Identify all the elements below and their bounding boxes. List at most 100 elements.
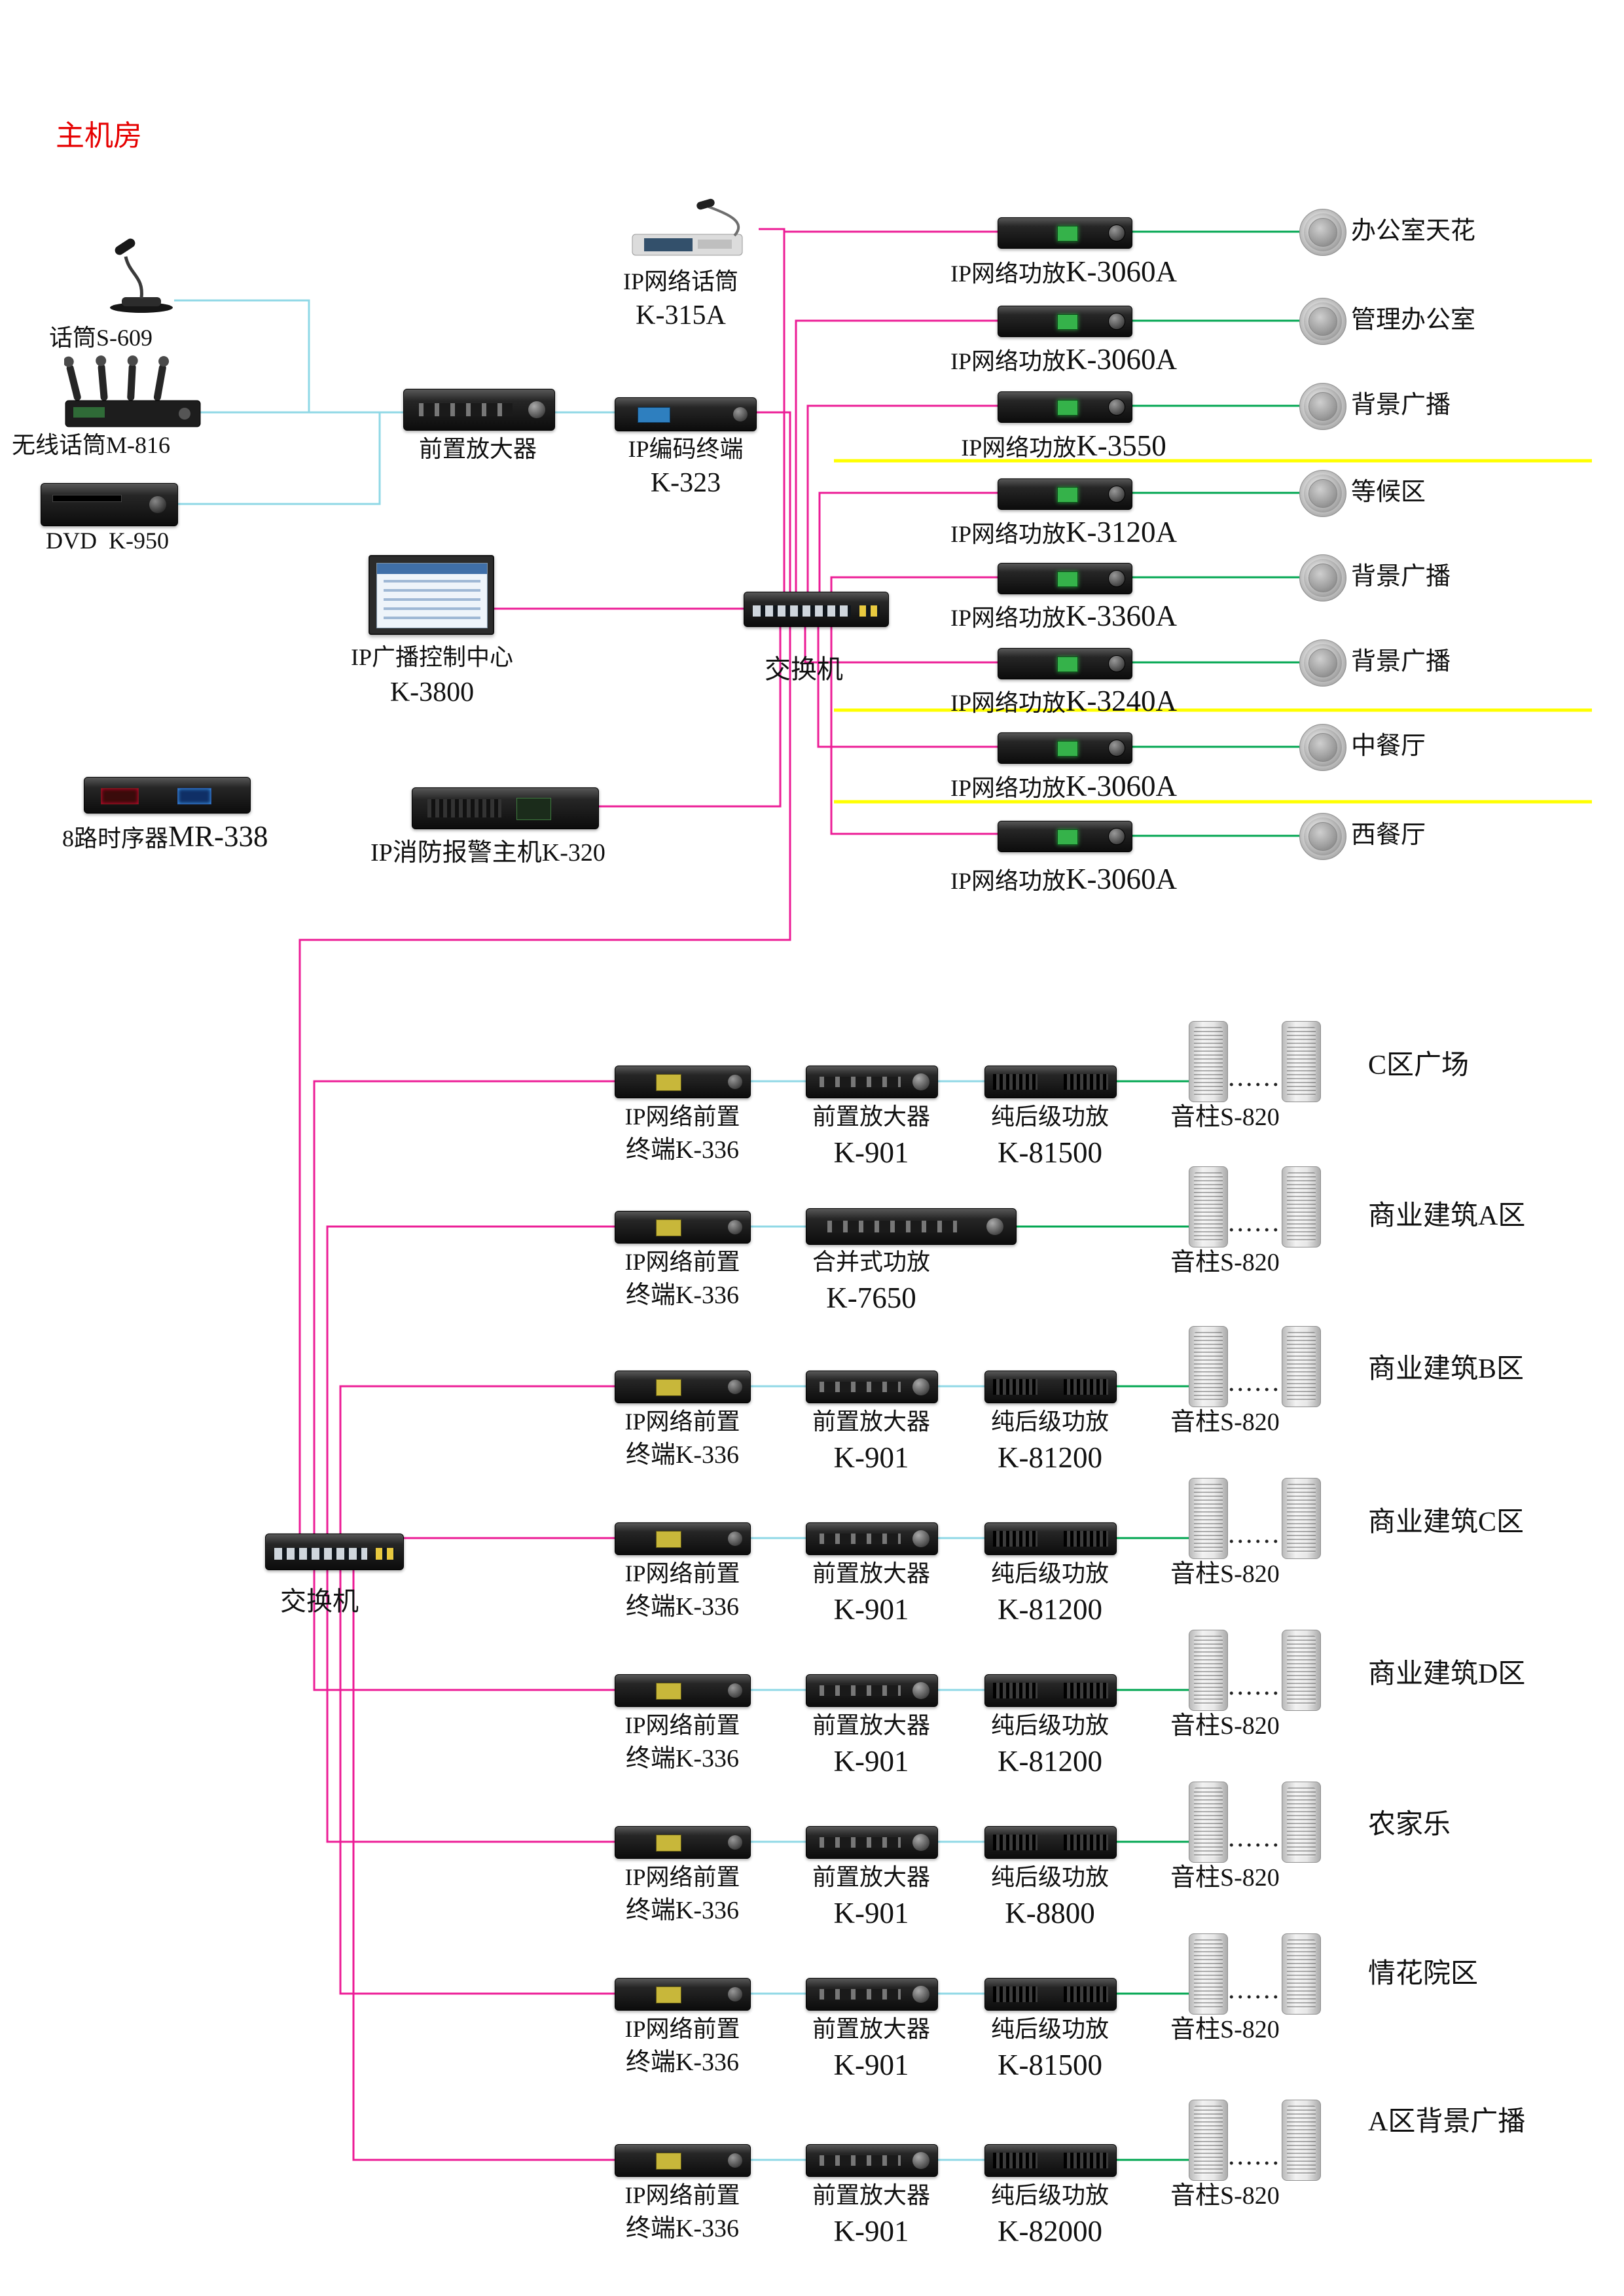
preamp-label-line1: 前置放大器 — [812, 1712, 930, 1738]
amplifier-label-prefix: IP网络功放 — [950, 348, 1066, 374]
power-label-line1: 纯后级功放 — [990, 2016, 1109, 2042]
combined-amplifier — [806, 1208, 1017, 1245]
ip-preset-terminal — [615, 1674, 751, 1707]
sequencer-label-prefix: 8路时序器 — [62, 825, 169, 852]
speaker-ellipsis: ...... — [1228, 1975, 1281, 2005]
ip-encoder-terminal — [615, 397, 757, 431]
power-label-line2: K-81200 — [998, 1593, 1102, 1626]
preamplifier — [806, 1371, 938, 1403]
ip-preset-terminal — [615, 2144, 751, 2177]
amplifier-label-prefix: IP网络功放 — [950, 605, 1066, 631]
amplifier-label: IP网络功放K-3060A — [916, 344, 1211, 375]
power-label-line1: 纯后级功放 — [990, 2182, 1109, 2208]
amplifier-label-model: K-3060A — [1066, 255, 1177, 288]
preamp-label-line1: 前置放大器 — [812, 1864, 930, 1890]
column-speaker-icon — [1282, 1782, 1321, 1863]
terminal-label-line2: 终端K-336 — [625, 1441, 740, 1469]
preamplifier — [806, 1978, 938, 2011]
column-speaker-icon — [1189, 1478, 1228, 1559]
speaker-ellipsis: ...... — [1228, 1367, 1281, 1397]
zone-label: 背景广播 — [1351, 648, 1451, 675]
preamp-label-line1: 前置放大器 — [812, 2016, 930, 2042]
amplifier-label: IP网络功放K-3060A — [916, 770, 1211, 802]
ceiling-speaker-icon — [1299, 298, 1346, 345]
amplifier-label-model: K-3060A — [1066, 863, 1177, 895]
broadcast-control-monitor — [369, 555, 494, 635]
amplifier-label: IP网络功放K-3120A — [916, 516, 1211, 548]
column-speaker-icon — [1189, 1166, 1228, 1247]
magenta-network-lines — [298, 228, 998, 2161]
zone-label: 商业建筑A区 — [1368, 1201, 1526, 1231]
preamplifier — [806, 1826, 938, 1859]
column-speaker-icon — [1189, 1630, 1228, 1711]
preamplifier — [806, 2144, 938, 2177]
network-amplifier — [998, 306, 1132, 337]
ceiling-speaker-icon — [1299, 639, 1346, 687]
power-amplifier — [984, 1674, 1117, 1707]
column-speaker-label: 音柱S-820 — [1170, 2016, 1280, 2043]
column-speaker-icon — [1282, 1021, 1321, 1102]
amplifier-label-model: K-3060A — [1066, 770, 1177, 802]
terminal-label-line1: IP网络前置 — [624, 1712, 740, 1738]
terminal-label-line2: 终端K-336 — [625, 1897, 740, 1924]
ip-preset-terminal — [615, 1371, 751, 1403]
terminal-label-line2: 终端K-336 — [625, 1745, 740, 1772]
power-label-line1: 纯后级功放 — [990, 1408, 1109, 1435]
amplifier-label: IP网络功放K-3060A — [916, 863, 1211, 895]
ceiling-speaker-icon — [1299, 813, 1346, 860]
amplifier-label-prefix: IP网络功放 — [950, 260, 1066, 287]
preamplifier — [806, 1522, 938, 1555]
amplifier-label-model: K-3550 — [1076, 429, 1166, 462]
speaker-ellipsis: ...... — [1228, 1062, 1281, 1092]
amplifier-label-prefix: IP网络功放 — [950, 775, 1066, 801]
power-label-line2: K-81500 — [998, 1136, 1102, 1169]
dvd-label: DVD K-950 — [46, 528, 169, 554]
dvd-player — [41, 483, 178, 526]
zone-label: 管理办公室 — [1351, 306, 1476, 334]
preamp-label-line2: K-901 — [833, 1593, 909, 1626]
speaker-ellipsis: ...... — [1228, 1671, 1281, 1701]
power-amplifier — [984, 1371, 1117, 1403]
power-label-line2: K-81500 — [998, 2049, 1102, 2081]
network-amplifier — [998, 732, 1132, 764]
amplifier-label: IP网络功放K-3240A — [916, 685, 1211, 717]
network-amplifier — [998, 478, 1132, 510]
combined-amp-label-line1: 合并式功放 — [812, 1249, 930, 1275]
power-sequencer-label: 8路时序器MR-338 — [62, 821, 268, 852]
ip-encoder-label-line2: K-323 — [650, 468, 721, 498]
column-speaker-label: 音柱S-820 — [1170, 1408, 1280, 1436]
zone-label: 商业建筑B区 — [1368, 1354, 1525, 1384]
speaker-ellipsis: ...... — [1228, 1519, 1281, 1549]
network-amplifier — [998, 391, 1132, 423]
ceiling-speaker-icon — [1299, 383, 1346, 430]
column-speaker-icon — [1282, 1166, 1321, 1247]
preamplifier-label: 前置放大器 — [418, 436, 537, 462]
network-amplifier — [998, 217, 1132, 249]
preamp-label-line2: K-901 — [833, 1441, 909, 1474]
power-label-line1: 纯后级功放 — [990, 1560, 1109, 1587]
column-speaker-icon — [1282, 1630, 1321, 1711]
ip-network-mic-icon — [632, 198, 743, 256]
power-label-line2: K-82000 — [998, 2215, 1102, 2248]
power-label-line1: 纯后级功放 — [990, 1103, 1109, 1130]
sequencer-label-model: MR-338 — [168, 820, 268, 853]
ip-network-mic-label-line1: IP网络话筒 — [623, 268, 738, 295]
terminal-label-line1: IP网络前置 — [624, 1408, 740, 1435]
column-speaker-icon — [1282, 2100, 1321, 2181]
zone-label: 农家乐 — [1368, 1810, 1451, 1840]
fire-alarm-label: IP消防报警主机K-320 — [370, 839, 605, 867]
ip-preset-terminal — [615, 1211, 751, 1244]
power-label-line1: 纯后级功放 — [990, 1864, 1109, 1890]
zone-label: 商业建筑C区 — [1368, 1507, 1525, 1537]
terminal-label-line2: 终端K-336 — [625, 1593, 740, 1621]
terminal-label-line1: IP网络前置 — [624, 1560, 740, 1587]
network-switch-bottom-label: 交换机 — [280, 1587, 359, 1616]
preamplifier — [403, 389, 555, 431]
cyan-audio-lines — [174, 299, 984, 2161]
ip-preset-terminal — [615, 1066, 751, 1098]
column-speaker-icon — [1282, 1326, 1321, 1407]
zone-label: 办公室天花 — [1351, 217, 1476, 245]
ip-preset-terminal — [615, 1826, 751, 1859]
column-speaker-label: 音柱S-820 — [1170, 1864, 1280, 1892]
